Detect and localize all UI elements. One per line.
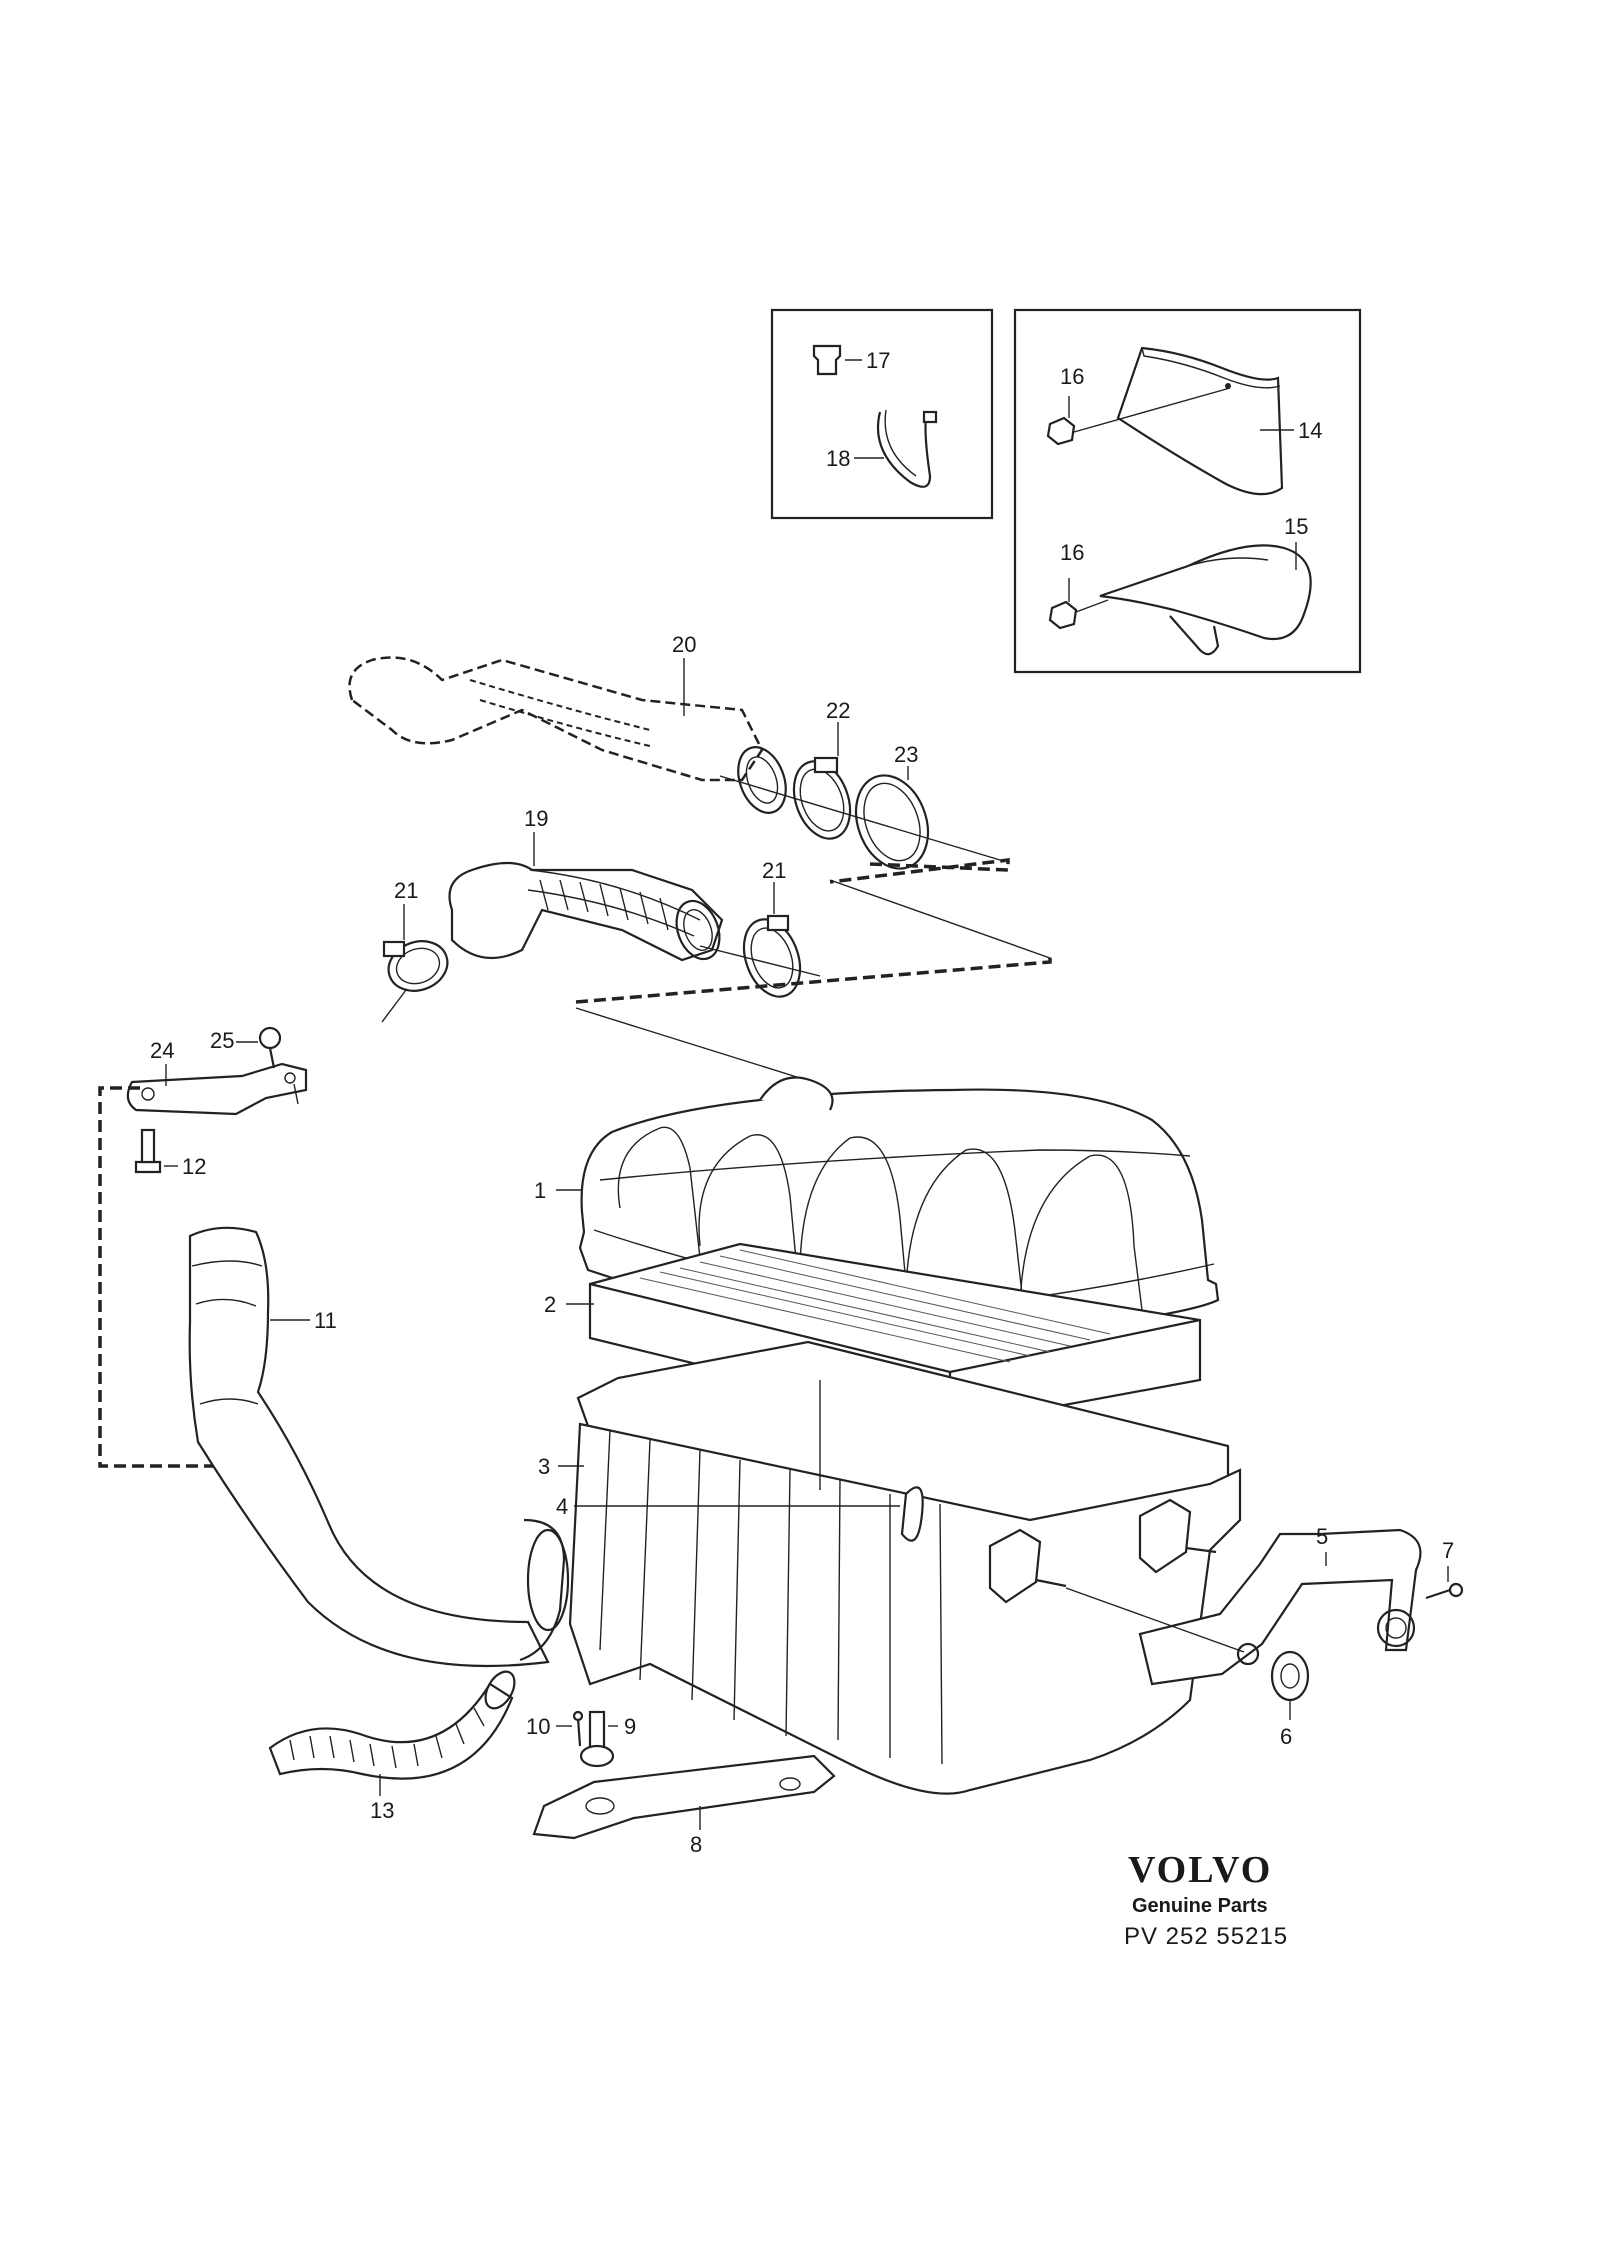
- label-15: 15: [1284, 514, 1308, 539]
- label-10: 10: [526, 1714, 550, 1739]
- bolt-part-12: [134, 1128, 178, 1174]
- clamp-part-21-right: [742, 882, 802, 998]
- brand-block: VOLVO Genuine Parts PV 252 55215: [1124, 1849, 1288, 1950]
- bracket-part-8: [532, 1754, 836, 1840]
- label-1: 1: [534, 1178, 546, 1203]
- ring-part-23: [854, 766, 930, 870]
- clamp-part-21-left: [381, 904, 449, 1023]
- label-2: 2: [544, 1292, 556, 1317]
- label-12: 12: [182, 1154, 206, 1179]
- label-21-left: 21: [394, 878, 418, 903]
- bracket-part-5: [1138, 1528, 1422, 1686]
- label-6: 6: [1280, 1724, 1292, 1749]
- heat-shield-part-14: [1116, 346, 1284, 496]
- inset-box-clips: 17 18: [770, 308, 994, 520]
- bolt-part-25: [236, 1026, 299, 1105]
- label-16-top: 16: [1060, 364, 1084, 389]
- label-7: 7: [1442, 1538, 1454, 1563]
- label-13: 13: [370, 1798, 394, 1823]
- clamp-part-22: [792, 722, 852, 840]
- grommet-part-6: [1065, 1587, 1310, 1720]
- label-4: 4: [556, 1494, 568, 1519]
- spring-clip-part-4: [574, 1486, 924, 1542]
- label-18: 18: [826, 446, 850, 471]
- volvo-logo: VOLVO: [1128, 1849, 1272, 1891]
- label-21-right: 21: [762, 858, 786, 883]
- air-duct-part-11: [188, 1226, 570, 1668]
- heat-shield-part-15: [1099, 544, 1312, 656]
- label-9: 9: [624, 1714, 636, 1739]
- label-14: 14: [1298, 418, 1322, 443]
- label-17: 17: [866, 348, 890, 373]
- screw-part-16-top: [1046, 387, 1231, 446]
- label-22: 22: [826, 698, 850, 723]
- screw-part-7: [1425, 1566, 1464, 1600]
- label-8: 8: [690, 1832, 702, 1857]
- bracket-part-24: [126, 1062, 308, 1116]
- filter-element-part-2: [566, 1242, 1202, 1430]
- clip-part-17: [812, 344, 862, 376]
- label-5: 5: [1316, 1524, 1328, 1549]
- label-25: 25: [210, 1028, 234, 1053]
- diagram-code: PV 252 55215: [1124, 1923, 1288, 1950]
- screw-part-16-bottom: [1048, 578, 1109, 630]
- label-20: 20: [672, 632, 696, 657]
- label-16-bottom: 16: [1060, 540, 1084, 565]
- screw-part-10: [556, 1710, 584, 1747]
- label-3: 3: [538, 1454, 550, 1479]
- air-cleaner-housing-part-3: [558, 1340, 1242, 1795]
- inset-box-shields: 16 14 15 16: [1013, 308, 1362, 674]
- hose-part-20: [348, 656, 787, 814]
- label-23: 23: [894, 742, 918, 767]
- strap-part-18: [854, 409, 938, 488]
- brand-subtitle: Genuine Parts: [1132, 1895, 1268, 1917]
- hose-part-19: [448, 832, 724, 962]
- rubber-mount-part-9: [579, 1710, 618, 1768]
- label-24: 24: [150, 1038, 174, 1063]
- label-19: 19: [524, 806, 548, 831]
- flex-hose-part-13: [268, 1670, 516, 1796]
- label-11: 11: [314, 1308, 337, 1333]
